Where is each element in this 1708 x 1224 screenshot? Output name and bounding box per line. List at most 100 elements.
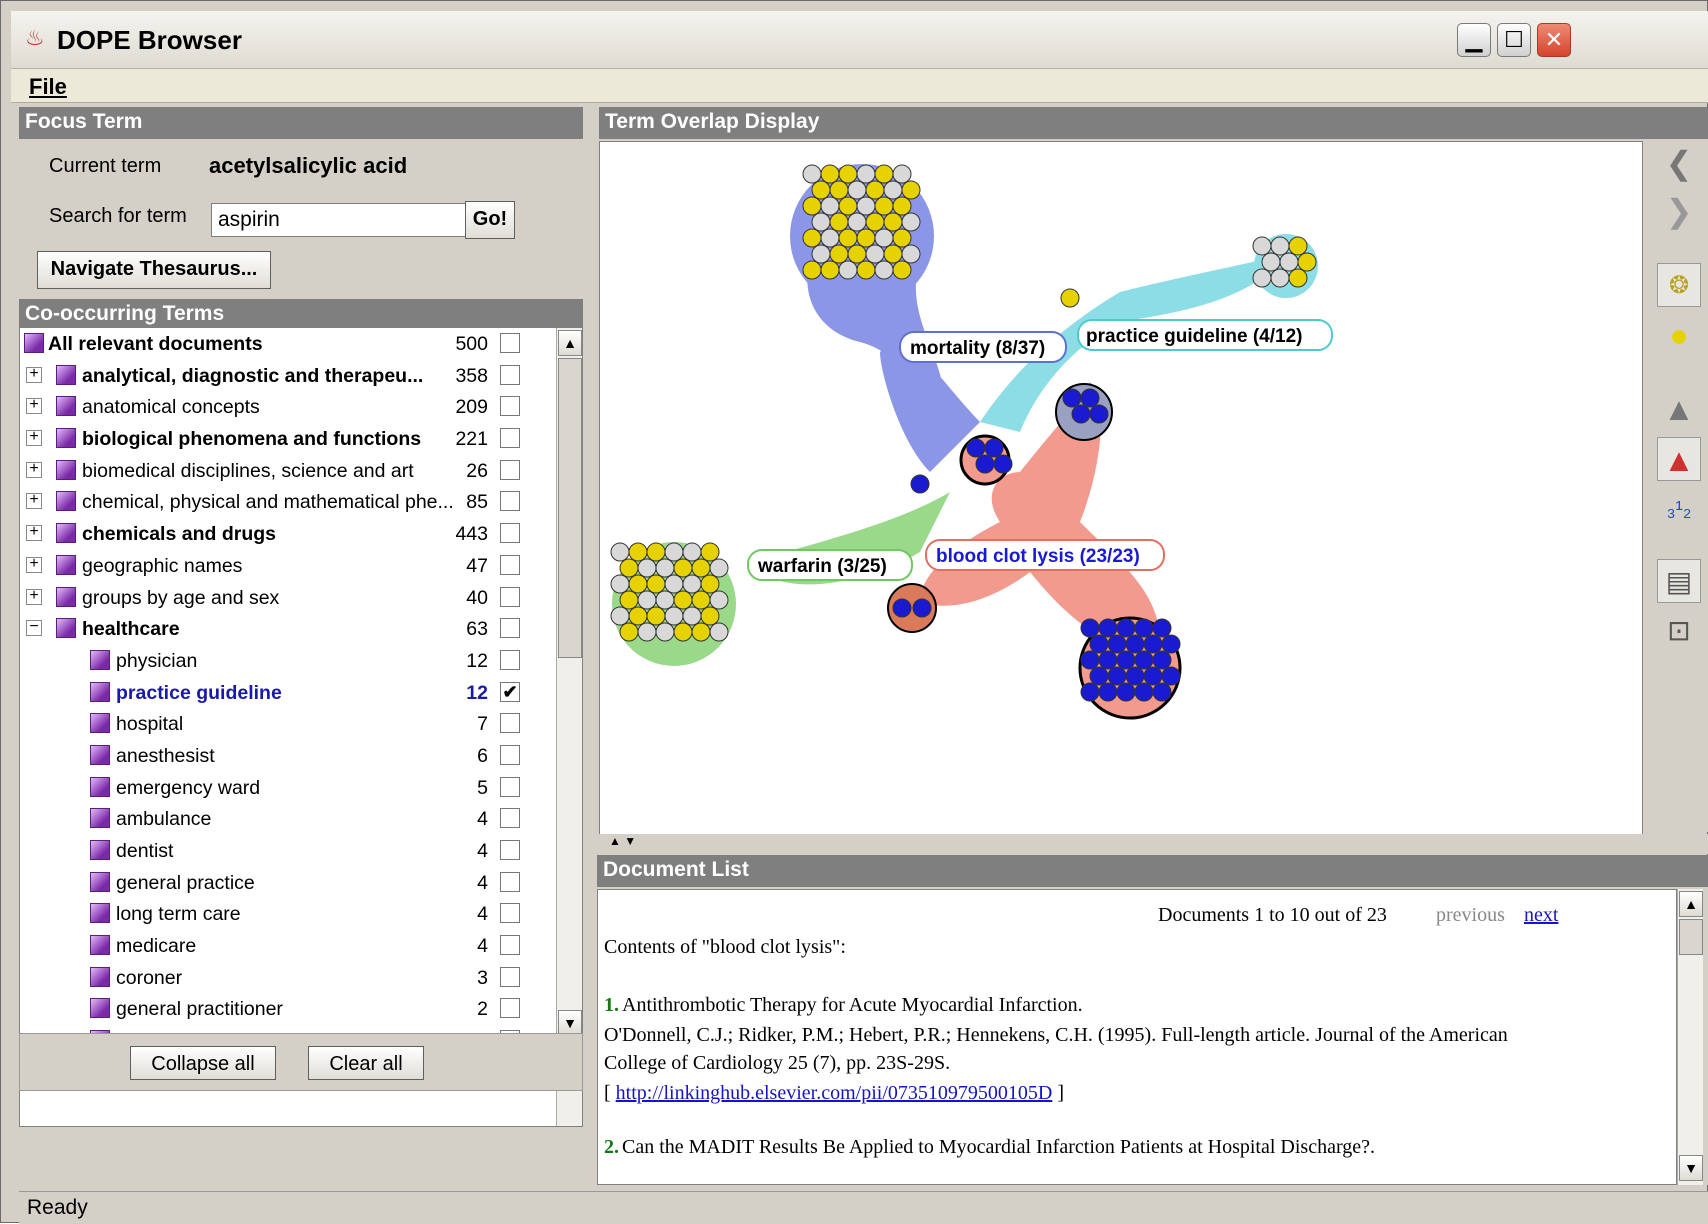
document-ball[interactable] bbox=[637, 558, 657, 578]
triangle-icon[interactable]: ▲ bbox=[1663, 391, 1695, 427]
document-ball[interactable] bbox=[1107, 666, 1127, 686]
fit-icon[interactable]: ⊡ bbox=[1667, 615, 1691, 646]
document-ball[interactable] bbox=[1089, 666, 1109, 686]
doc-scroll-up-icon[interactable]: ▲ bbox=[1679, 891, 1703, 917]
document-ball[interactable] bbox=[892, 196, 912, 216]
document-ball[interactable] bbox=[820, 196, 840, 216]
document-ball[interactable] bbox=[691, 590, 711, 610]
term-label[interactable]: chemicals and drugs bbox=[82, 523, 276, 546]
document-ball[interactable] bbox=[619, 558, 639, 578]
term-checkbox[interactable] bbox=[500, 744, 520, 765]
go-button[interactable]: Go! bbox=[465, 201, 515, 239]
document-ball[interactable] bbox=[1252, 268, 1272, 288]
document-ball[interactable] bbox=[1089, 404, 1109, 424]
document-ball[interactable] bbox=[847, 180, 867, 200]
color-triangle-icon[interactable]: ▲ bbox=[1657, 437, 1701, 481]
term-label[interactable]: general practitioner bbox=[116, 998, 283, 1021]
document-ball[interactable] bbox=[811, 244, 831, 264]
tree-row[interactable]: +biomedical disciplines, science and art… bbox=[20, 455, 558, 487]
document-ball[interactable] bbox=[984, 438, 1004, 458]
term-label[interactable]: coroner bbox=[116, 966, 183, 989]
document-ball[interactable] bbox=[682, 574, 702, 594]
document-ball[interactable] bbox=[709, 622, 729, 642]
term-label[interactable]: ambulance bbox=[116, 808, 212, 831]
expand-icon[interactable]: + bbox=[26, 429, 42, 447]
document-ball[interactable] bbox=[1152, 618, 1172, 638]
document-ball[interactable] bbox=[1270, 268, 1290, 288]
doc-scrollbar[interactable]: ▲ ▼ bbox=[1677, 889, 1703, 1185]
tree-scrollbar[interactable]: ▲ ▼ bbox=[556, 328, 582, 1126]
term-checkbox[interactable] bbox=[500, 903, 520, 924]
document-ball[interactable] bbox=[673, 558, 693, 578]
term-checkbox[interactable] bbox=[500, 935, 520, 956]
term-label-blood-clot-lysis[interactable]: blood clot lysis (23/23) bbox=[925, 539, 1165, 571]
document-ball[interactable] bbox=[874, 164, 894, 184]
document-ball[interactable] bbox=[691, 622, 711, 642]
term-label[interactable]: biological phenomena and functions bbox=[82, 428, 422, 451]
term-label[interactable]: medicare bbox=[116, 935, 197, 958]
document-ball[interactable] bbox=[883, 212, 903, 232]
document-ball[interactable] bbox=[975, 454, 995, 474]
document-ball[interactable] bbox=[610, 606, 630, 626]
document-ball[interactable] bbox=[1098, 682, 1118, 702]
document-ball[interactable] bbox=[892, 228, 912, 248]
document-ball[interactable] bbox=[829, 212, 849, 232]
document-ball[interactable] bbox=[1288, 268, 1308, 288]
expand-icon[interactable]: + bbox=[26, 365, 42, 383]
term-label[interactable]: analytical, diagnostic and therapeu... bbox=[82, 364, 424, 387]
document-ball[interactable] bbox=[1252, 236, 1272, 256]
expand-icon[interactable]: + bbox=[26, 397, 42, 415]
document-ball[interactable] bbox=[1116, 650, 1136, 670]
document-ball[interactable] bbox=[901, 244, 921, 264]
document-ball[interactable] bbox=[802, 260, 822, 280]
scroll-thumb[interactable] bbox=[558, 358, 582, 658]
term-checkbox[interactable] bbox=[500, 396, 520, 417]
document-ball[interactable] bbox=[847, 212, 867, 232]
document-ball[interactable] bbox=[838, 196, 858, 216]
rank-icon[interactable]: ₃¹₂ bbox=[1666, 496, 1692, 521]
document-ball[interactable] bbox=[1143, 666, 1163, 686]
document-ball[interactable] bbox=[865, 212, 885, 232]
term-label[interactable]: dentist bbox=[116, 840, 174, 862]
document-ball[interactable] bbox=[628, 542, 648, 562]
term-checkbox[interactable] bbox=[500, 998, 520, 1019]
document-ball[interactable] bbox=[1116, 682, 1136, 702]
expand-icon[interactable]: + bbox=[26, 492, 42, 510]
term-label[interactable]: long term care bbox=[116, 903, 241, 926]
document-ball[interactable] bbox=[912, 598, 932, 618]
document-ball[interactable] bbox=[910, 474, 930, 494]
term-checkbox[interactable] bbox=[500, 649, 520, 670]
term-label[interactable]: physician bbox=[116, 649, 198, 672]
search-term-input[interactable]: aspirin bbox=[211, 203, 467, 237]
document-ball[interactable] bbox=[1062, 388, 1082, 408]
next-link[interactable]: next bbox=[1524, 904, 1559, 926]
back-icon[interactable]: ❮ bbox=[1665, 145, 1693, 181]
document-ball[interactable] bbox=[883, 180, 903, 200]
term-checkbox[interactable] bbox=[500, 491, 520, 512]
document-ball[interactable] bbox=[1161, 634, 1181, 654]
term-label[interactable]: practice guideline bbox=[116, 681, 282, 704]
term-label[interactable]: anatomical concepts bbox=[82, 396, 260, 419]
document-ball[interactable] bbox=[637, 622, 657, 642]
document-ball[interactable] bbox=[1279, 252, 1299, 272]
document-ball[interactable] bbox=[892, 164, 912, 184]
document-ball[interactable] bbox=[1125, 666, 1145, 686]
document-ball[interactable] bbox=[820, 228, 840, 248]
document-ball[interactable] bbox=[637, 590, 657, 610]
document-ball[interactable] bbox=[802, 164, 822, 184]
term-checkbox[interactable] bbox=[500, 713, 520, 734]
document-ball[interactable] bbox=[691, 558, 711, 578]
